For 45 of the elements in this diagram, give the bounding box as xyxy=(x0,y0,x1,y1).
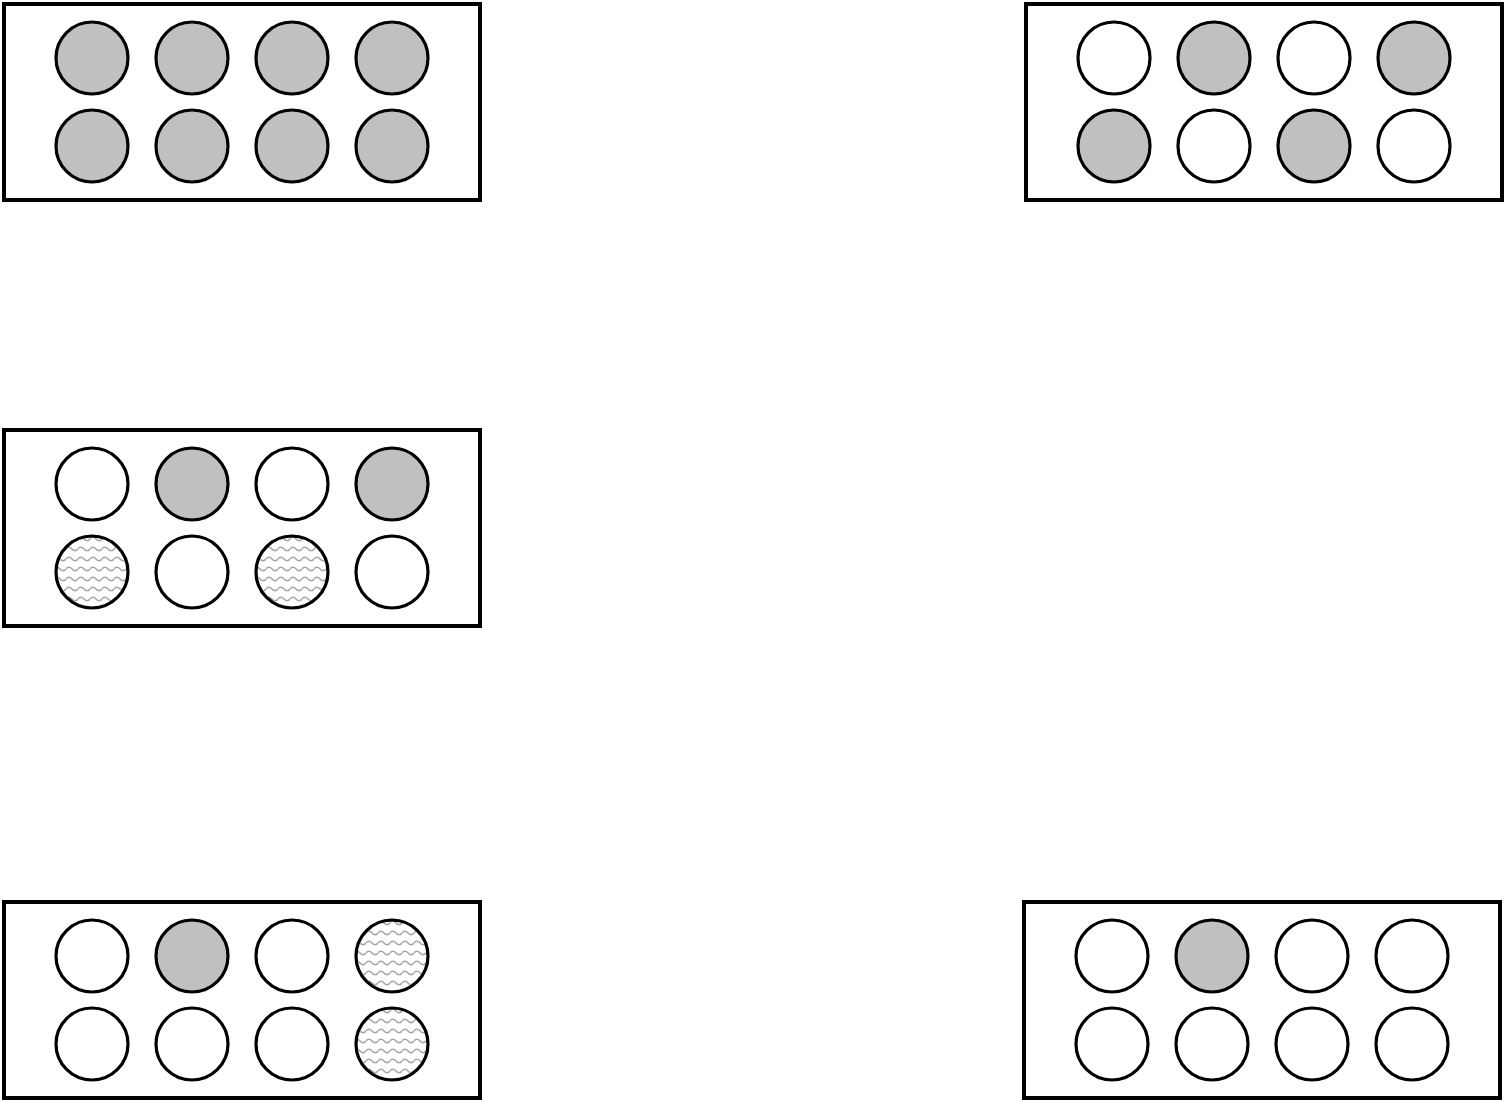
empty-circle xyxy=(1374,918,1450,994)
empty-circle xyxy=(1274,1006,1350,1082)
empty-circle xyxy=(1074,918,1150,994)
rectangle-frame xyxy=(2,428,482,628)
shaded-circle xyxy=(354,108,430,184)
empty-circle xyxy=(1176,108,1252,184)
rectangle-frame xyxy=(1022,900,1502,1100)
wavy-pattern-circle xyxy=(254,534,330,610)
empty-circle xyxy=(154,1006,230,1082)
empty-circle xyxy=(254,1006,330,1082)
empty-circle xyxy=(254,918,330,994)
shaded-circle xyxy=(54,108,130,184)
empty-circle xyxy=(1076,20,1152,96)
shaded-circle xyxy=(354,446,430,522)
shaded-circle xyxy=(1076,108,1152,184)
wavy-pattern-circle xyxy=(354,1006,430,1082)
empty-circle xyxy=(1074,1006,1150,1082)
empty-circle xyxy=(54,446,130,522)
shaded-circle xyxy=(54,20,130,96)
shaded-circle xyxy=(254,108,330,184)
shaded-circle xyxy=(254,20,330,96)
shaded-circle xyxy=(354,20,430,96)
empty-circle xyxy=(1374,1006,1450,1082)
empty-circle xyxy=(1274,918,1350,994)
empty-circle xyxy=(1174,1006,1250,1082)
shaded-circle xyxy=(1174,918,1250,994)
empty-circle xyxy=(1276,20,1352,96)
shaded-circle xyxy=(154,446,230,522)
rectangle-frame xyxy=(1024,2,1504,202)
empty-circle xyxy=(54,918,130,994)
shaded-circle xyxy=(1176,20,1252,96)
shaded-circle xyxy=(154,918,230,994)
rectangle-frame xyxy=(2,2,482,202)
wavy-pattern-circle xyxy=(354,918,430,994)
wavy-pattern-circle xyxy=(54,534,130,610)
shaded-circle xyxy=(1276,108,1352,184)
empty-circle xyxy=(1376,108,1452,184)
empty-circle xyxy=(354,534,430,610)
empty-circle xyxy=(154,534,230,610)
rectangle-frame xyxy=(2,900,482,1100)
empty-circle xyxy=(254,446,330,522)
shaded-circle xyxy=(154,108,230,184)
shaded-circle xyxy=(154,20,230,96)
empty-circle xyxy=(54,1006,130,1082)
shaded-circle xyxy=(1376,20,1452,96)
